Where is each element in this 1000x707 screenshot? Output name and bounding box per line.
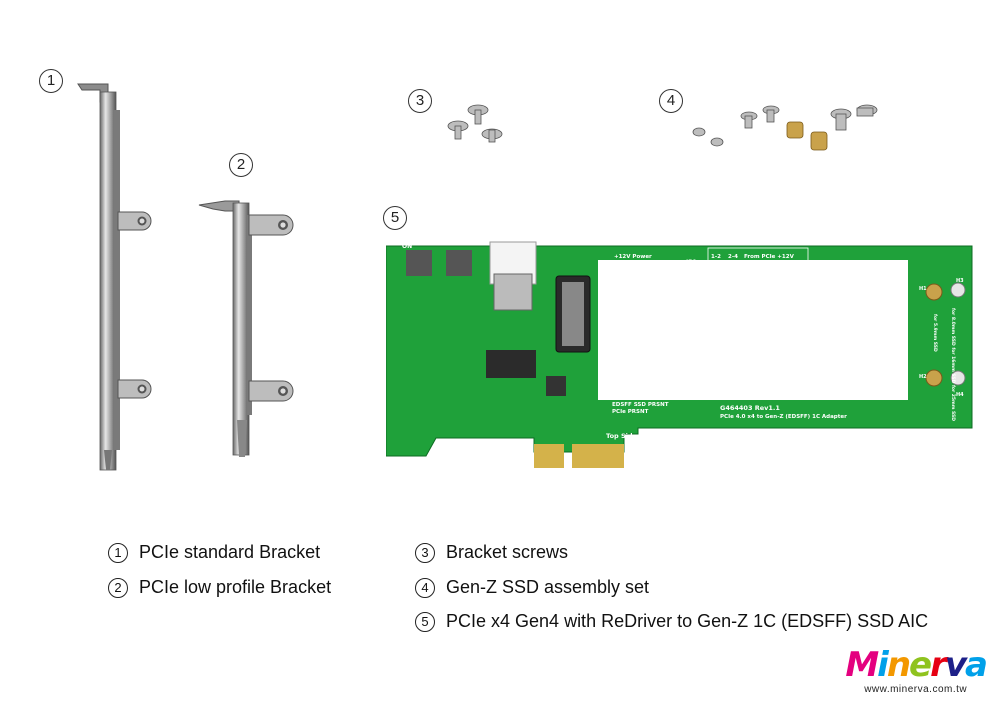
- legend-item-3: 3 Bracket screws: [415, 542, 568, 563]
- minerva-logo: Minerva: [845, 645, 988, 685]
- legend-item-1: 1 PCIe standard Bracket: [108, 542, 320, 563]
- legend-item-5: 5 PCIe x4 Gen4 with ReDriver to Gen-Z 1C…: [415, 611, 928, 632]
- pcb-jp1-label: JP1: [685, 259, 697, 266]
- pcb-model: G464403 Rev1.1: [720, 404, 780, 412]
- pcb-jp-row1-pins: 1-2: [711, 254, 721, 260]
- pcb-h1: H1: [919, 286, 927, 292]
- legend-text-5: PCIe x4 Gen4 with ReDriver to Gen-Z 1C (…: [446, 611, 929, 631]
- legend-text-4: Gen-Z SSD assembly set: [446, 577, 650, 597]
- logo-letter: r: [930, 645, 947, 685]
- logo-letter: a: [965, 645, 988, 685]
- pcb-led-edsff: EDSFF SSD PRSNT: [612, 402, 669, 408]
- pcb-h4: H4: [956, 392, 964, 398]
- logo-letter: e: [909, 645, 932, 685]
- legend-text-2: PCIe low profile Bracket: [139, 577, 332, 597]
- pcb-top-side: Top Side: [606, 432, 638, 440]
- callout-3: 3: [408, 89, 432, 113]
- legend-number-2: 2: [108, 577, 128, 598]
- pcb-ssd-5mm: for 5.9mm SSD: [932, 314, 938, 352]
- legend-number-5: 5: [415, 611, 435, 632]
- pcie-aic-board-image: JP1 1-2 2-4 From PCIe +12V 3-5 4-6 From …: [386, 241, 973, 468]
- pcb-on-label: ON: [402, 243, 412, 250]
- brand-url: www.minerva.com.tw: [864, 684, 968, 695]
- pcb-jp-row2-pins: 3-5: [711, 265, 721, 271]
- pcb-description: PCIe 4.0 x4 to Gen-Z (EDSFF) 1C Adapter: [720, 414, 847, 420]
- pcb-led-power: +12V Power: [614, 254, 652, 260]
- callout-1: 1: [39, 69, 63, 93]
- pcb-led-active: Active: [614, 262, 634, 268]
- callout-5: 5: [383, 206, 407, 230]
- callout-4: 4: [659, 89, 683, 113]
- low-profile-bracket-image: [198, 200, 294, 457]
- pcb-jp-row2-text: From Aux +12V: [744, 265, 792, 271]
- logo-letter: v: [944, 645, 967, 685]
- legend-item-2: 2 PCIe low profile Bracket: [108, 577, 331, 598]
- legend-number-3: 3: [415, 542, 435, 563]
- legend-number-1: 1: [108, 542, 128, 563]
- pcb-ssd-long: for 8.0mm SSD for 16mm SSD for 25mm SSD: [950, 308, 956, 421]
- logo-letter: i: [877, 645, 889, 685]
- callout-2: 2: [229, 153, 253, 177]
- pcb-jp-row2-pins2: 4-6: [728, 265, 738, 271]
- legend-text-1: PCIe standard Bracket: [139, 542, 321, 562]
- gen-z-assembly-set-image: [692, 104, 878, 151]
- logo-letter: M: [845, 645, 879, 685]
- legend-text-3: Bracket screws: [446, 542, 569, 562]
- standard-bracket-image: [77, 83, 152, 471]
- pcb-jp-row1-text: From PCIe +12V: [744, 254, 795, 260]
- bracket-screws-image: [447, 104, 503, 143]
- pcb-jp-row1-pins2: 2-4: [728, 254, 738, 260]
- logo-letter: n: [886, 645, 911, 685]
- pcb-h3: H3: [956, 278, 964, 284]
- minerva-brand: Minerva www.minerva.com.tw: [845, 645, 988, 695]
- pcb-led-pcie: PCIe PRSNT: [612, 409, 649, 415]
- pcb-h2: H2: [919, 374, 927, 380]
- legend-item-4: 4 Gen-Z SSD assembly set: [415, 577, 649, 598]
- legend-number-4: 4: [415, 577, 435, 598]
